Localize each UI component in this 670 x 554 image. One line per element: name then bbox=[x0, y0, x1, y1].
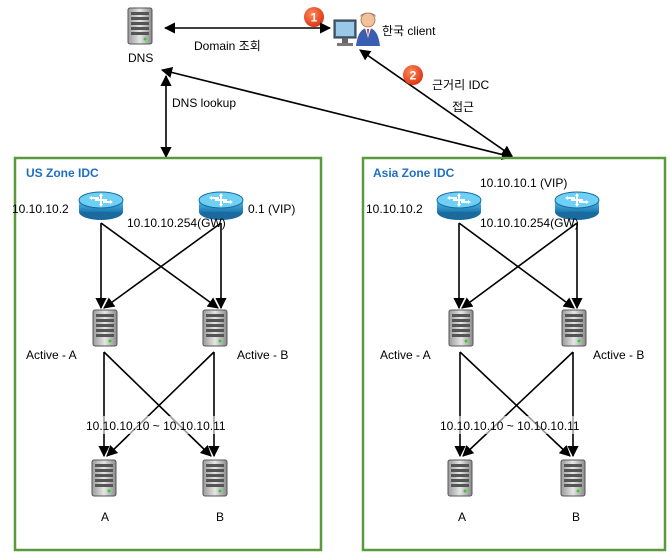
svg-text:1: 1 bbox=[311, 11, 318, 25]
zone-border bbox=[361, 156, 667, 552]
us-zone: US Zone IDC 10.10.10.2 0.1 (VIP) 10.10.1… bbox=[12, 156, 323, 552]
ip-range-label: 10.10.10.10 ~ 10.10.10.11 bbox=[86, 419, 226, 433]
active-a-label: Active - A bbox=[26, 348, 77, 362]
server-icon bbox=[447, 459, 473, 497]
router-icon bbox=[436, 191, 482, 221]
server-b-label: B bbox=[216, 510, 224, 524]
server-icon bbox=[202, 309, 228, 347]
step-1-badge: 1 bbox=[304, 7, 324, 27]
server-a-label: A bbox=[101, 510, 109, 524]
router-left-ip: 10.10.10.2 bbox=[12, 202, 69, 216]
router-left-ip: 10.10.10.2 bbox=[366, 202, 423, 216]
client-to-asia-arrow bbox=[359, 49, 513, 157]
user-computer-icon bbox=[333, 12, 380, 46]
domain-query-label: Domain 조회 bbox=[194, 39, 261, 53]
server-b-label: B bbox=[572, 510, 580, 524]
server-icon bbox=[91, 459, 117, 497]
router-icon bbox=[78, 191, 124, 221]
router-right-ip: 0.1 (VIP) bbox=[248, 202, 295, 216]
dns-label: DNS bbox=[128, 51, 153, 65]
ip-range-label: 10.10.10.10 ~ 10.10.10.11 bbox=[440, 419, 580, 433]
dns-lookup-label: DNS lookup bbox=[172, 96, 236, 110]
active-b-label: Active - B bbox=[593, 348, 644, 362]
step-2-badge: 2 bbox=[403, 65, 423, 85]
gateway-ip: 10.10.10.254(GW) bbox=[480, 216, 579, 230]
server-icon bbox=[561, 309, 587, 347]
active-a-label: Active - A bbox=[380, 348, 431, 362]
asia-zone: Asia Zone IDC 10.10.10.1 (VIP) 10.10.10.… bbox=[361, 156, 667, 552]
active-b-label: Active - B bbox=[237, 348, 288, 362]
vip-label: 10.10.10.1 (VIP) bbox=[480, 176, 567, 190]
client-label: 한국 client bbox=[382, 24, 436, 38]
server-icon bbox=[127, 7, 153, 45]
server-icon bbox=[560, 459, 586, 497]
server-icon bbox=[92, 309, 118, 347]
dns-server bbox=[127, 7, 153, 45]
svg-text:2: 2 bbox=[410, 69, 417, 83]
zone-title: Asia Zone IDC bbox=[373, 166, 455, 180]
nearest-idc-label: 근거리 IDC bbox=[432, 78, 489, 92]
server-icon bbox=[448, 309, 474, 347]
server-a-label: A bbox=[458, 510, 466, 524]
zone-title: US Zone IDC bbox=[26, 166, 99, 180]
gateway-ip: 10.10.10.254(GW) bbox=[127, 216, 226, 230]
server-icon bbox=[202, 459, 228, 497]
zone-border bbox=[13, 156, 323, 552]
nearest-idc-label-2: 접근 bbox=[452, 100, 474, 114]
